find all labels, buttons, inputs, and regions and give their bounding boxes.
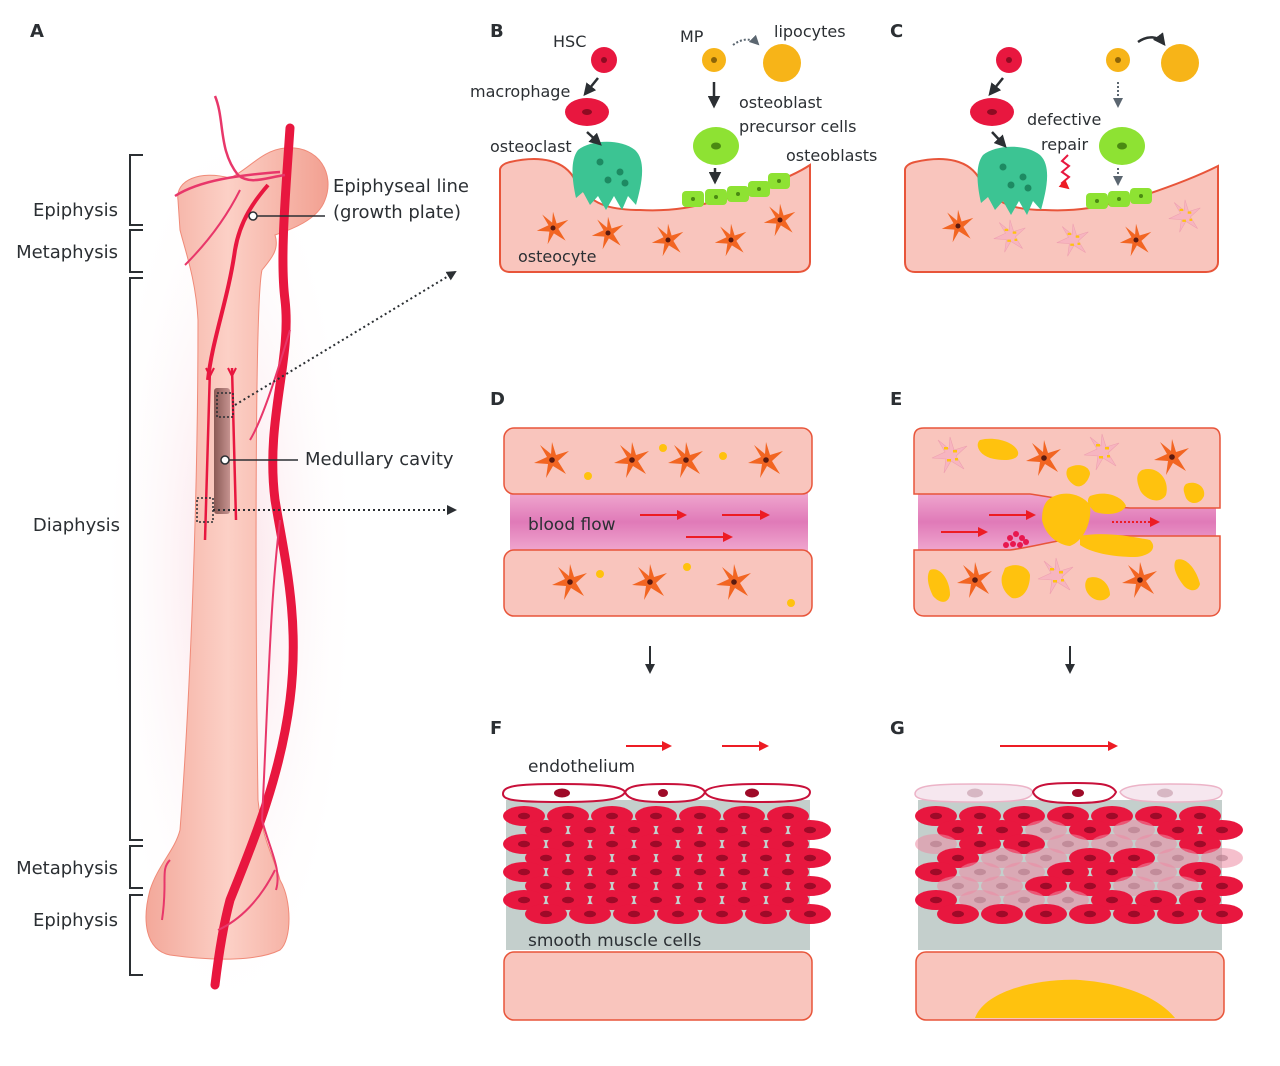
vessel-1	[206, 183, 270, 381]
label-diaphysis: Diaphysis	[33, 515, 120, 536]
vessel-4	[184, 189, 241, 266]
bracket-diaphysis	[129, 277, 143, 841]
smooth-muscle-cell	[657, 904, 699, 924]
panel-a: A Epiphyseal line (growth plate) Med	[16, 21, 469, 1030]
smooth-muscle-cells-g	[915, 806, 1243, 924]
panel-letter-c: C	[890, 21, 903, 42]
label-mp: MP	[680, 27, 704, 46]
label-osteoblast-precursor-2: precursor cells	[739, 117, 856, 136]
smooth-muscle-cell	[701, 904, 743, 924]
lipocyte-cell	[763, 44, 801, 82]
bone-wall-f	[503, 951, 813, 1021]
label-macrophage: macrophage	[470, 82, 570, 101]
arrow-hsc-macrophage	[583, 77, 599, 96]
smooth-muscle-cell	[789, 904, 831, 924]
label-endothelium: endothelium	[528, 757, 635, 777]
bracket-epiphysis-top	[129, 154, 143, 226]
defective-repair-zigzag-icon	[1058, 154, 1071, 190]
smooth-muscle-cell	[1157, 904, 1199, 924]
smooth-muscle-cell	[1069, 904, 1111, 924]
label-hsc: HSC	[553, 32, 586, 51]
label-defective: defective	[1027, 110, 1101, 129]
smooth-muscle-cell	[525, 904, 567, 924]
vessel-wall-bottom-d	[503, 549, 813, 617]
bracket-metaphysis-top	[129, 229, 143, 273]
vessel-2	[213, 95, 286, 182]
vessel-3	[174, 170, 281, 198]
growth-plate-marker	[248, 211, 258, 221]
vessel-wall-top-d	[503, 427, 813, 495]
panel-g: G	[890, 718, 1243, 1021]
label-osteocyte: osteocyte	[518, 247, 596, 266]
arrow-macrophage-osteoclast	[586, 131, 602, 146]
panel-b: B HSC macrop	[470, 21, 877, 273]
vessel-6	[260, 519, 281, 891]
vessel-8	[217, 869, 276, 931]
growth-plate-label-1: Epiphyseal line	[333, 176, 469, 197]
fat-deposits-e	[927, 438, 1205, 602]
solid-arrow-mp-lipocyte-c	[1137, 32, 1166, 46]
main-artery	[210, 123, 298, 990]
panel-letter-e: E	[890, 389, 902, 410]
panel-e: E	[890, 389, 1221, 674]
label-blood-flow: blood flow	[528, 515, 616, 535]
bracket-metaphysis-bottom	[129, 845, 143, 889]
endothelium-g	[914, 781, 1223, 805]
label-repair: repair	[1041, 135, 1088, 154]
vessel-5	[249, 329, 291, 441]
blood-vessel-lumen-d	[510, 492, 808, 552]
panel-d: D blood flow	[490, 389, 813, 674]
osteoclast-b	[572, 141, 643, 210]
endothelium-f	[501, 782, 812, 804]
smooth-muscle-cell	[745, 904, 787, 924]
label-metaphysis-top: Metaphysis	[16, 242, 118, 263]
lipocyte-cell-c	[1161, 44, 1199, 82]
panel-letter-f: F	[490, 718, 502, 739]
smooth-muscle-cell	[937, 904, 979, 924]
femur	[145, 147, 329, 960]
panel-letter-g: G	[890, 718, 905, 739]
label-lipocytes: lipocytes	[774, 22, 846, 41]
vessel-wall-bottom-e	[913, 535, 1221, 617]
panel-letter-d: D	[490, 389, 505, 410]
smooth-muscle-cell	[569, 904, 611, 924]
medullary-cavity-label: Medullary cavity	[305, 449, 454, 470]
label-metaphysis-bottom: Metaphysis	[16, 858, 118, 879]
fat-deposit-g	[975, 979, 1175, 1018]
smooth-muscle-cell	[1201, 904, 1243, 924]
smooth-muscle-cells-f	[503, 806, 831, 924]
bone-matrix-c	[904, 158, 1219, 273]
arrow-hsc-macrophage-c	[988, 77, 1004, 96]
label-osteoblasts: osteoblasts	[786, 146, 877, 165]
dotted-arrow-mp-lipocyte	[732, 34, 760, 46]
panel-letter-b: B	[490, 21, 504, 42]
arrow-macrophage-osteoclast-c	[991, 131, 1007, 148]
panel-c: C defective repair	[890, 21, 1219, 273]
osteoblasts-b	[682, 173, 790, 207]
growth-plate-label-2: (growth plate)	[333, 202, 461, 223]
smooth-muscle-cell	[1113, 904, 1155, 924]
label-epiphysis-top: Epiphysis	[33, 200, 118, 221]
smooth-muscle-cell	[613, 904, 655, 924]
panel-f: F endothelium smooth muscle cells	[490, 718, 831, 1021]
zoom-box-1	[216, 392, 234, 418]
panel-letter-a: A	[30, 21, 44, 42]
medullary-cavity-shape	[214, 388, 230, 514]
smooth-muscle-cell	[981, 904, 1023, 924]
label-smooth-muscle-cells: smooth muscle cells	[528, 931, 701, 951]
bracket-epiphysis-bottom	[129, 894, 143, 976]
label-osteoblast-precursor-1: osteoblast	[739, 93, 822, 112]
label-osteoclast: osteoclast	[490, 137, 572, 156]
vessel-7	[161, 859, 171, 921]
smooth-muscle-cell	[1025, 904, 1067, 924]
osteoblasts-c	[1086, 188, 1152, 209]
medullary-marker	[220, 455, 230, 465]
label-epiphysis-bottom: Epiphysis	[33, 910, 118, 931]
osteoclast-c	[977, 146, 1048, 215]
platelet-cluster	[1003, 531, 1029, 548]
